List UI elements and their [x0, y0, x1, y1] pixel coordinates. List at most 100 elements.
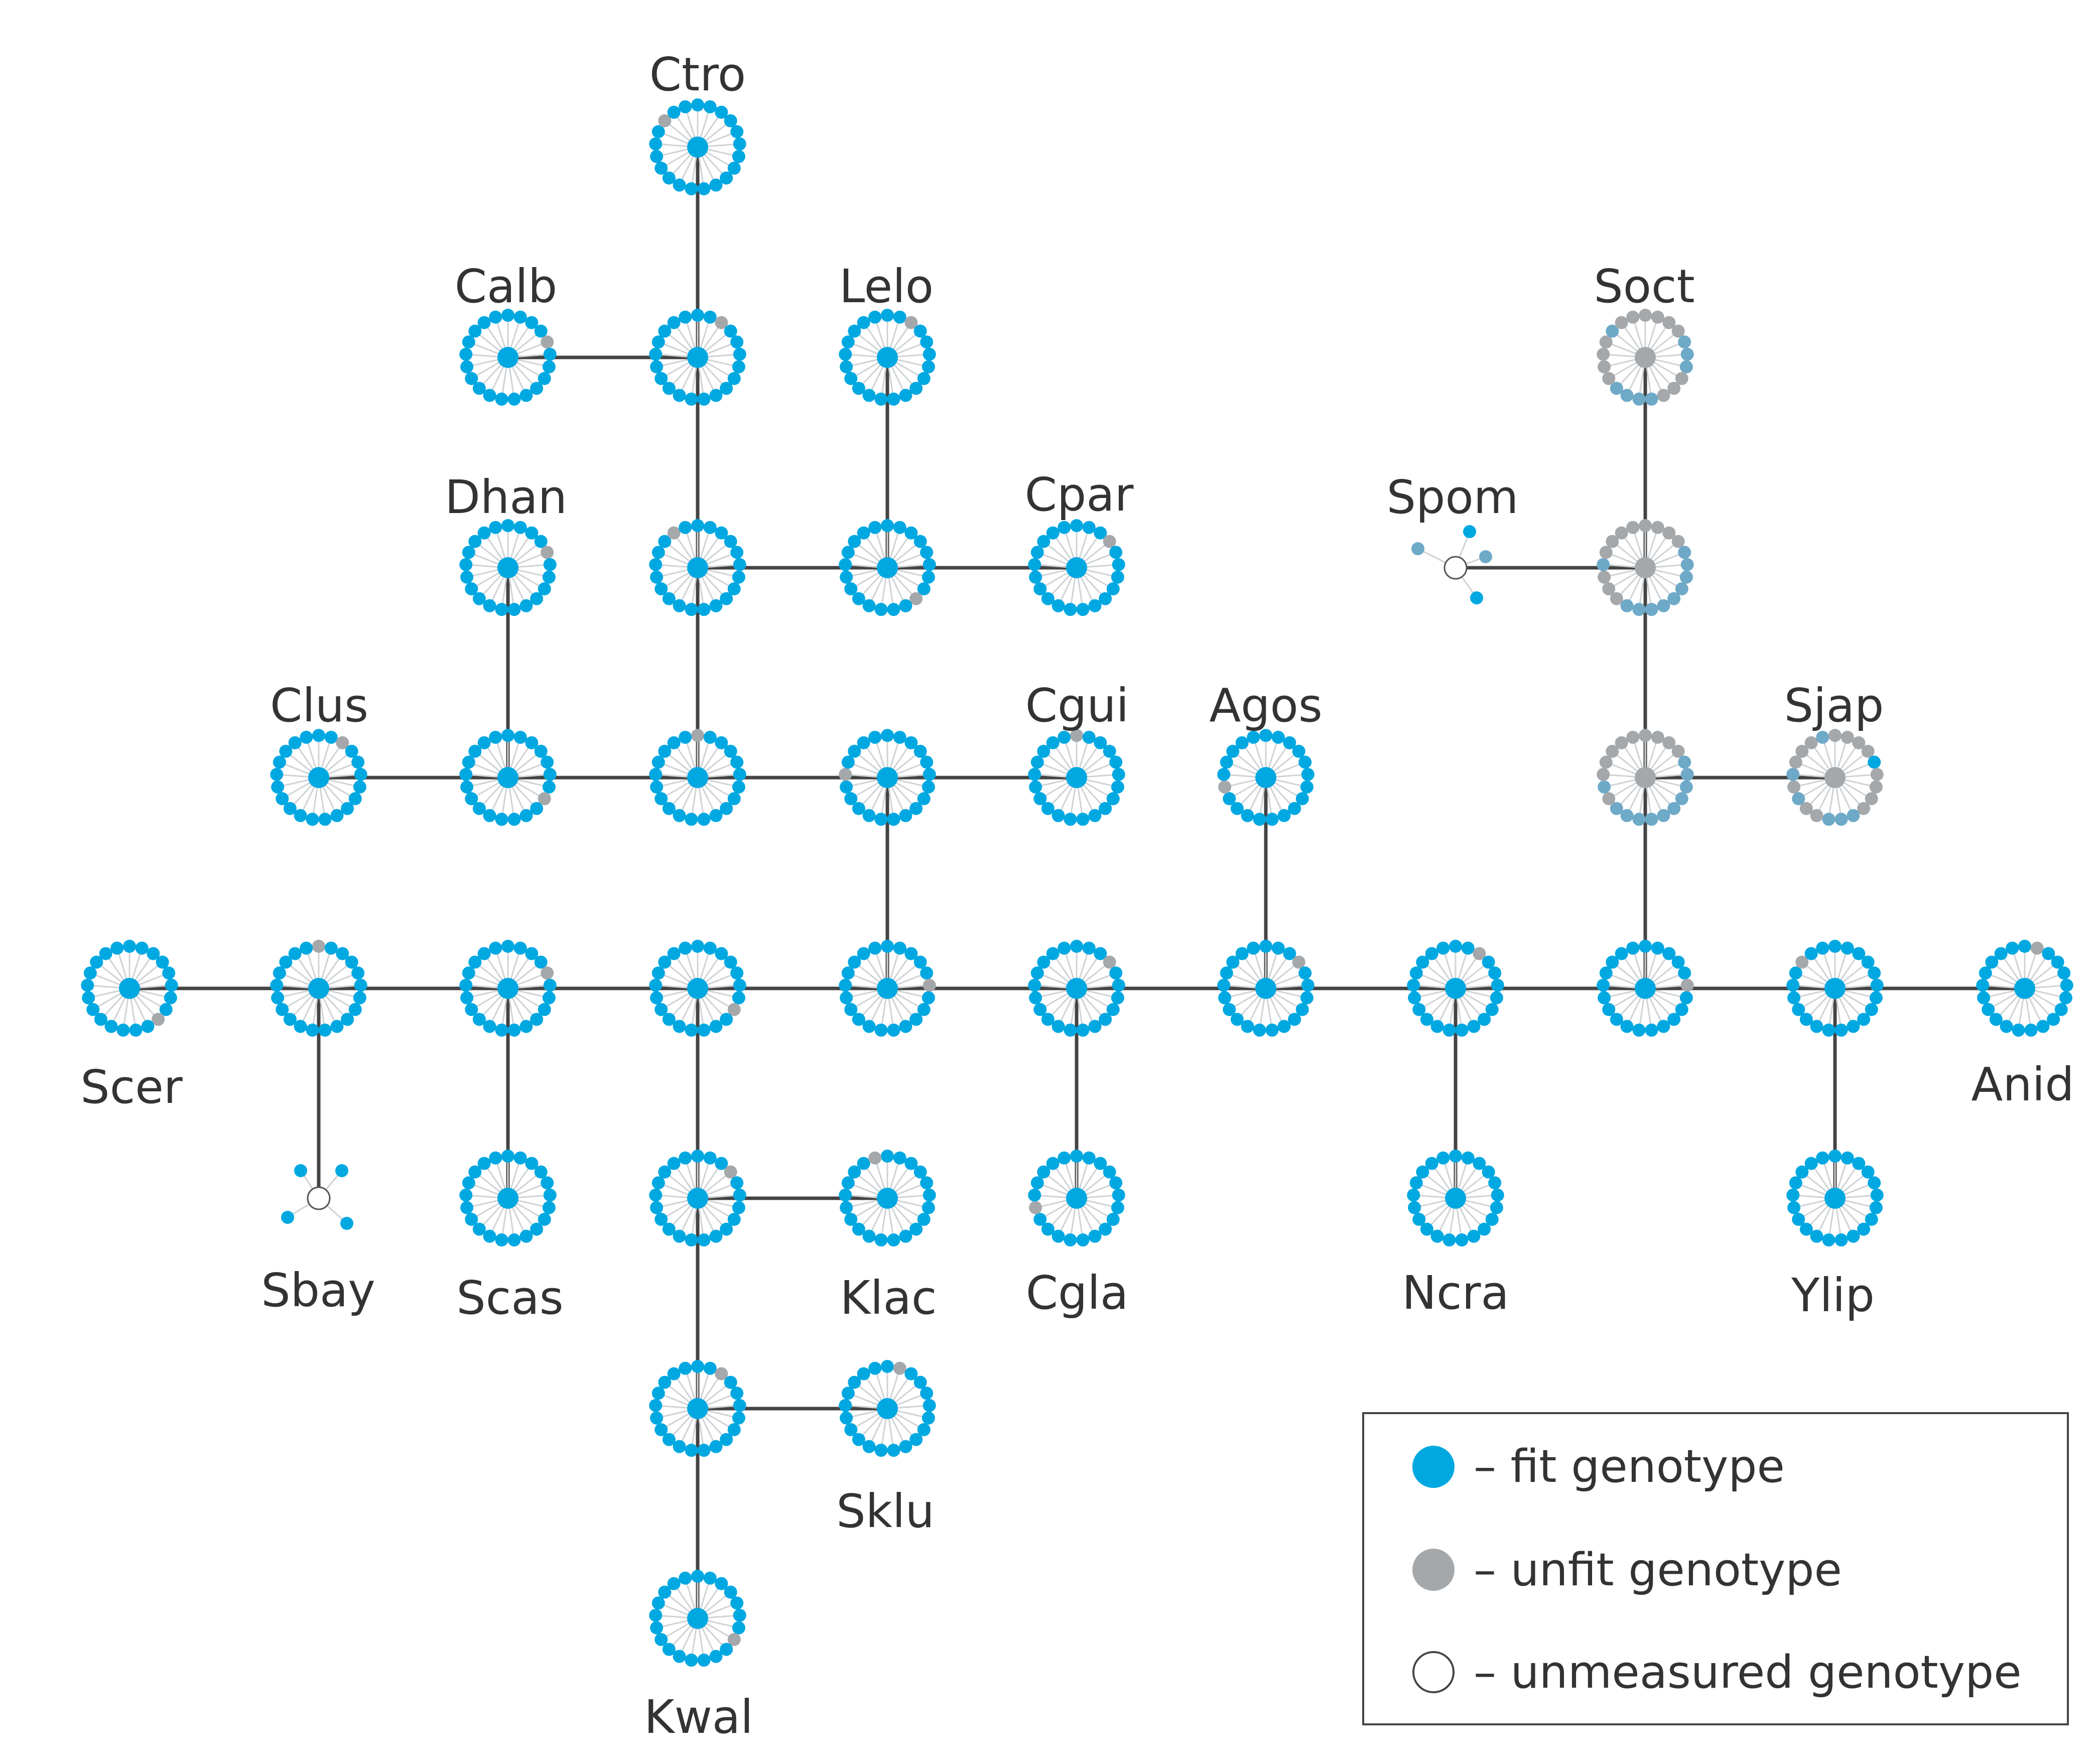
neighbor-dot: [899, 809, 912, 822]
neighbor-dot: [730, 1596, 744, 1610]
neighbor-dot: [465, 792, 478, 805]
neighbor-dot: [1300, 780, 1314, 794]
neighbor-dot: [909, 1013, 923, 1026]
neighbor-dot: [658, 955, 672, 969]
neighbor-dot: [459, 558, 473, 571]
neighbor-dot: [541, 756, 554, 769]
label-scas: Scas: [456, 1271, 563, 1325]
neighbor-dot: [1491, 978, 1504, 992]
neighbor-dot: [922, 780, 935, 794]
neighbor-dot: [530, 592, 544, 605]
neighbor-dot: [1230, 1013, 1244, 1026]
neighbor-dot: [94, 1013, 107, 1026]
center-dot: [687, 1398, 708, 1419]
neighbor-dot: [1485, 1213, 1499, 1226]
neighbor-dot: [1657, 809, 1670, 822]
neighbor-dot: [673, 178, 686, 192]
neighbor-dot: [650, 991, 664, 1004]
neighbor-dot: [1804, 1157, 1818, 1170]
satellite-dot: [1470, 591, 1483, 604]
neighbor-dot: [318, 813, 332, 826]
neighbor-dot: [1870, 978, 1884, 992]
neighbor-dot: [1786, 978, 1800, 992]
neighbor-dot: [917, 372, 931, 385]
neighbor-dot: [1598, 780, 1611, 794]
neighbor-dot: [1094, 526, 1107, 540]
neighbor-dot: [1412, 1003, 1426, 1016]
neighbor-dot: [1265, 1024, 1279, 1037]
neighbor-dot: [650, 1411, 664, 1425]
label-sjap: Sjap: [1784, 679, 1884, 732]
neighbor-dot: [530, 1222, 544, 1236]
neighbor-dot: [673, 389, 686, 402]
neighbor-dot: [697, 603, 711, 616]
neighbor-dot: [336, 947, 349, 960]
center-dot: [308, 767, 329, 788]
neighbor-dot: [1430, 1229, 1444, 1243]
neighbor-dot: [732, 150, 745, 163]
neighbor-dot: [654, 1423, 668, 1436]
label-sbay: Sbay: [261, 1264, 375, 1317]
neighbor-dot: [483, 809, 496, 822]
neighbor-dot: [1455, 1233, 1469, 1247]
neighbor-dot: [658, 744, 672, 758]
neighbor-dot: [862, 599, 876, 612]
node-sklu: [839, 1360, 936, 1457]
neighbor-dot: [733, 1608, 746, 1622]
neighbor-dot: [1989, 1013, 2003, 1026]
neighbor-dot: [468, 535, 482, 548]
neighbor-dot: [1626, 941, 1640, 955]
neighbor-dot: [1602, 372, 1616, 385]
neighbor-dot: [899, 389, 912, 402]
center-dot: [1445, 1188, 1466, 1209]
neighbor-dot: [874, 393, 888, 406]
neighbor-dot: [1847, 1229, 1860, 1243]
neighbor-dot: [1852, 947, 1866, 960]
neighbor-dot: [1490, 991, 1503, 1004]
neighbor-dot: [1088, 599, 1102, 612]
neighbor-dot: [1602, 792, 1616, 805]
node-i2: [649, 519, 746, 616]
center-dot: [1066, 557, 1087, 578]
neighbor-dot: [345, 955, 358, 969]
neighbor-dot: [104, 1020, 118, 1033]
neighbor-dot: [141, 1020, 155, 1033]
neighbor-dot: [1111, 1201, 1124, 1214]
neighbor-dot: [868, 1151, 882, 1165]
neighbor-dot: [513, 730, 527, 744]
neighbor-dot: [730, 966, 744, 980]
neighbor-dot: [1615, 316, 1628, 329]
neighbor-dot: [650, 570, 664, 584]
neighbor-dot: [727, 1423, 741, 1436]
neighbor-dot: [1651, 310, 1664, 324]
neighbor-dot: [495, 1233, 508, 1247]
center-dot: [687, 767, 708, 788]
neighbor-dot: [495, 1024, 508, 1037]
neighbor-dot: [495, 813, 508, 826]
neighbor-dot: [538, 1213, 551, 1226]
neighbor-dot: [501, 519, 514, 532]
neighbor-dot: [1671, 744, 1685, 758]
neighbor-dot: [1639, 729, 1652, 742]
neighbor-dot: [1804, 947, 1818, 960]
neighbor-dot: [501, 309, 514, 322]
neighbor-dot: [1288, 1013, 1301, 1026]
node-i17: [649, 1360, 746, 1457]
neighbor-dot: [852, 592, 865, 605]
neighbor-dot: [152, 1013, 165, 1026]
neighbor-dot: [1657, 389, 1670, 402]
center-dot: [497, 347, 518, 368]
neighbor-dot: [667, 736, 681, 749]
node-ylip: [1786, 1150, 1884, 1247]
neighbor-dot: [1645, 813, 1658, 826]
neighbor-dot: [651, 546, 665, 559]
neighbor-dot: [658, 114, 672, 128]
center-dot: [687, 137, 708, 158]
neighbor-dot: [715, 316, 728, 329]
neighbor-dot: [1103, 535, 1116, 548]
neighbor-dot: [1052, 1229, 1065, 1243]
neighbor-dot: [697, 813, 711, 826]
neighbor-dot: [1449, 1150, 1462, 1163]
neighbor-dot: [733, 978, 746, 992]
